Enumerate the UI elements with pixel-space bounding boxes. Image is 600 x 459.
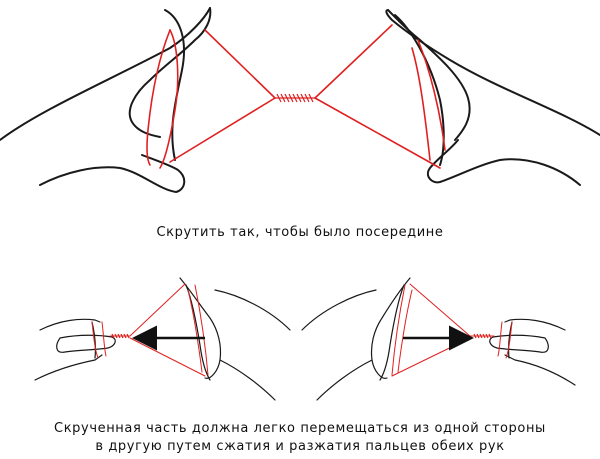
twisted-string-icon bbox=[275, 93, 315, 103]
right-loop-back bbox=[411, 47, 431, 161]
bottom-right-figure bbox=[301, 277, 576, 401]
twisted-string-icon bbox=[111, 333, 130, 339]
string-upper-right bbox=[314, 24, 393, 99]
caption-bottom-line-2: в другую путем сжатия и разжатия пальцев… bbox=[95, 439, 505, 454]
right-hand-icon bbox=[385, 9, 600, 186]
string-lower-left bbox=[169, 97, 276, 163]
bottom-left-figure bbox=[34, 277, 291, 401]
caption-top: Скрутить так, чтобы было посередине bbox=[156, 225, 444, 240]
left-loop-back bbox=[159, 29, 179, 169]
right-hand-icon bbox=[179, 277, 291, 401]
caption-bottom-line-1: Скрученная часть должна легко перемещать… bbox=[54, 421, 546, 436]
string-upper-left bbox=[204, 29, 276, 99]
left-loop bbox=[146, 29, 171, 166]
top-figure bbox=[0, 7, 600, 193]
right-hand-icon bbox=[489, 318, 576, 386]
string-lower-right bbox=[314, 97, 441, 169]
left-hand-icon bbox=[301, 277, 411, 401]
left-hand-icon bbox=[0, 7, 212, 193]
right-loop bbox=[417, 39, 446, 151]
twisted-string-icon bbox=[473, 333, 492, 339]
